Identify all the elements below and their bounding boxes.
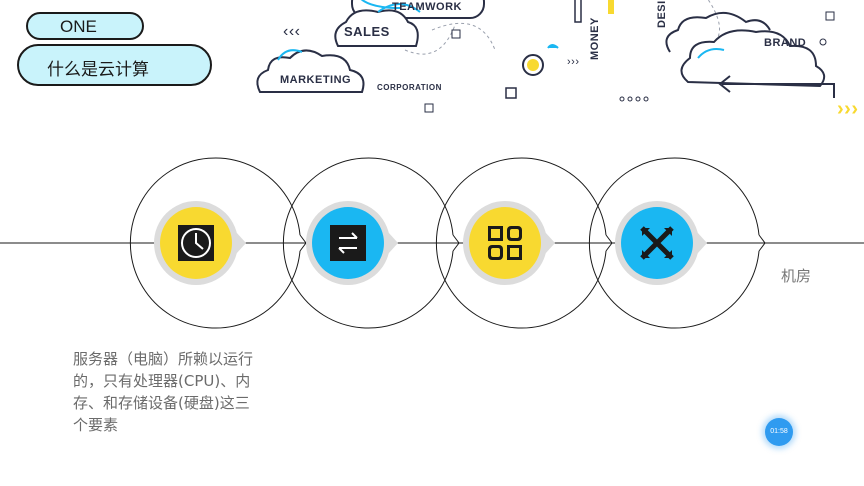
step-3	[463, 201, 555, 285]
chevrons-right-small-icon: ›››	[567, 56, 580, 68]
chevrons-left-icon: ‹‹‹	[283, 23, 301, 40]
grid-blocks-icon	[487, 225, 523, 261]
clock-icon	[178, 225, 214, 261]
stage-outline-4	[588, 157, 760, 329]
crossed-tools-icon	[639, 225, 675, 261]
business-doodle-illustration	[256, 0, 835, 113]
stage-outline-2	[282, 157, 454, 329]
teamwork-label: TEAMWORK	[392, 1, 462, 13]
chevrons-right-icon: ›››	[837, 98, 859, 120]
step-2	[306, 201, 398, 285]
heading-pill: 什么是云计算	[17, 44, 212, 86]
brand-label: BRAND	[764, 37, 807, 49]
section-label: ONE	[60, 17, 97, 36]
description-text: 服务器（电脑）所赖以运行的，只有处理器(CPU)、内存、和存储设备(硬盘)这三个…	[73, 350, 254, 434]
corporation-label: CORPORATION	[377, 83, 442, 92]
marketing-label: MARKETING	[280, 74, 352, 86]
design-label: DESI	[656, 0, 668, 28]
process-diagram	[0, 157, 864, 329]
stage-outline-3	[435, 157, 607, 329]
step-4	[615, 201, 707, 285]
page-title: 什么是云计算	[47, 60, 149, 80]
stage-outline-1	[129, 157, 301, 329]
machine-room-label: 机房	[781, 267, 812, 285]
timer-badge[interactable]: 01:58	[765, 418, 793, 446]
sales-label: SALES	[344, 24, 390, 39]
swap-arrows-icon	[330, 225, 366, 261]
section-label-pill: ONE	[26, 12, 144, 40]
step-1	[154, 201, 246, 285]
money-label: MONEY	[589, 17, 601, 60]
